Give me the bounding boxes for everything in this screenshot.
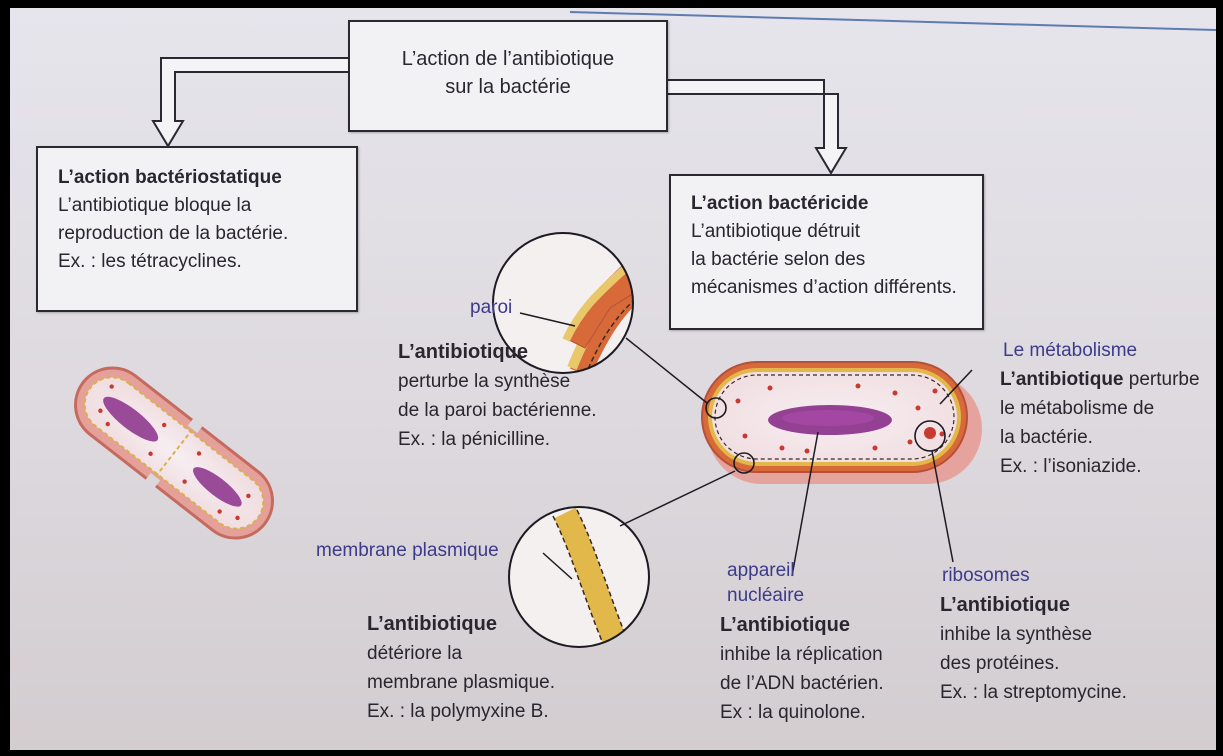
metabolisme-label: Le métabolisme	[1003, 336, 1137, 365]
metabolisme-heading-rest: perturbe	[1124, 369, 1200, 390]
paroi-heading: L’antibiotique	[398, 338, 597, 367]
ribosomes-label: ribosomes	[942, 561, 1030, 590]
paroi-line: perturbe la synthèse	[398, 367, 597, 396]
ribosomes-description: L’antibiotique inhibe la synthèse des pr…	[940, 591, 1127, 707]
nucleaire-line: de l’ADN bactérien.	[720, 669, 884, 698]
bacteriostatic-line: Ex. : les tétracyclines.	[58, 248, 356, 276]
bactericidal-heading: L’action bactéricide	[691, 190, 982, 218]
nucleaire-label-line: appareil	[727, 558, 804, 583]
nucleaire-heading: L’antibiotique	[720, 611, 884, 640]
nucleaire-label: appareil nucléaire	[727, 558, 804, 608]
arrow-left	[153, 58, 350, 146]
nucleaire-line: Ex : la quinolone.	[720, 698, 884, 727]
paroi-description: L’antibiotique perturbe la synthèse de l…	[398, 338, 597, 454]
membrane-label: membrane plasmique	[316, 536, 499, 565]
metabolisme-heading: L’antibiotique	[1000, 369, 1124, 390]
bacteriostatic-box: L’action bactériostatique L’antibiotique…	[36, 146, 358, 312]
bactericidal-box: L’action bactéricide L’antibiotique détr…	[669, 174, 984, 330]
paroi-label: paroi	[470, 293, 512, 322]
ribosomes-heading: L’antibiotique	[940, 591, 1127, 620]
membrane-description: L’antibiotique détériore la membrane pla…	[367, 610, 555, 726]
membrane-heading: L’antibiotique	[367, 610, 555, 639]
nucleaire-label-line: nucléaire	[727, 583, 804, 608]
metabolisme-line: le métabolisme de	[1000, 394, 1200, 423]
dividing-bacterium	[59, 351, 289, 556]
ribosomes-line: inhibe la synthèse	[940, 620, 1127, 649]
nucleaire-description: L’antibiotique inhibe la réplication de …	[720, 611, 884, 727]
bactericidal-line: mécanismes d’action différents.	[691, 274, 982, 302]
bacteriostatic-line: L’antibiotique bloque la	[58, 192, 356, 220]
membrane-line: membrane plasmique.	[367, 668, 555, 697]
bactericidal-line: la bactérie selon des	[691, 246, 982, 274]
metabolisme-line: la bactérie.	[1000, 423, 1200, 452]
paroi-line: de la paroi bactérienne.	[398, 396, 597, 425]
bacteriostatic-heading: L’action bactériostatique	[58, 164, 356, 192]
paroi-line: Ex. : la pénicilline.	[398, 425, 597, 454]
nucleaire-line: inhibe la réplication	[720, 640, 884, 669]
ribosomes-line: Ex. : la streptomycine.	[940, 678, 1127, 707]
bactericidal-line: L’antibiotique détruit	[691, 218, 982, 246]
title-line-2: sur la bactérie	[350, 73, 666, 101]
ribosomes-line: des protéines.	[940, 649, 1127, 678]
title-line-1: L’action de l’antibiotique	[350, 45, 666, 73]
diagram-page: L’action de l’antibiotique sur la bactér…	[10, 8, 1216, 750]
title-box: L’action de l’antibiotique sur la bactér…	[348, 20, 668, 132]
bacteriostatic-line: reproduction de la bactérie.	[58, 220, 356, 248]
metabolisme-description: L’antibiotique perturbe le métabolisme d…	[1000, 365, 1200, 481]
membrane-line: Ex. : la polymyxine B.	[367, 697, 555, 726]
arrow-right	[665, 80, 846, 173]
main-bacterium	[702, 362, 982, 484]
metabolisme-line: Ex. : l’isoniazide.	[1000, 452, 1200, 481]
membrane-line: détériore la	[367, 639, 555, 668]
